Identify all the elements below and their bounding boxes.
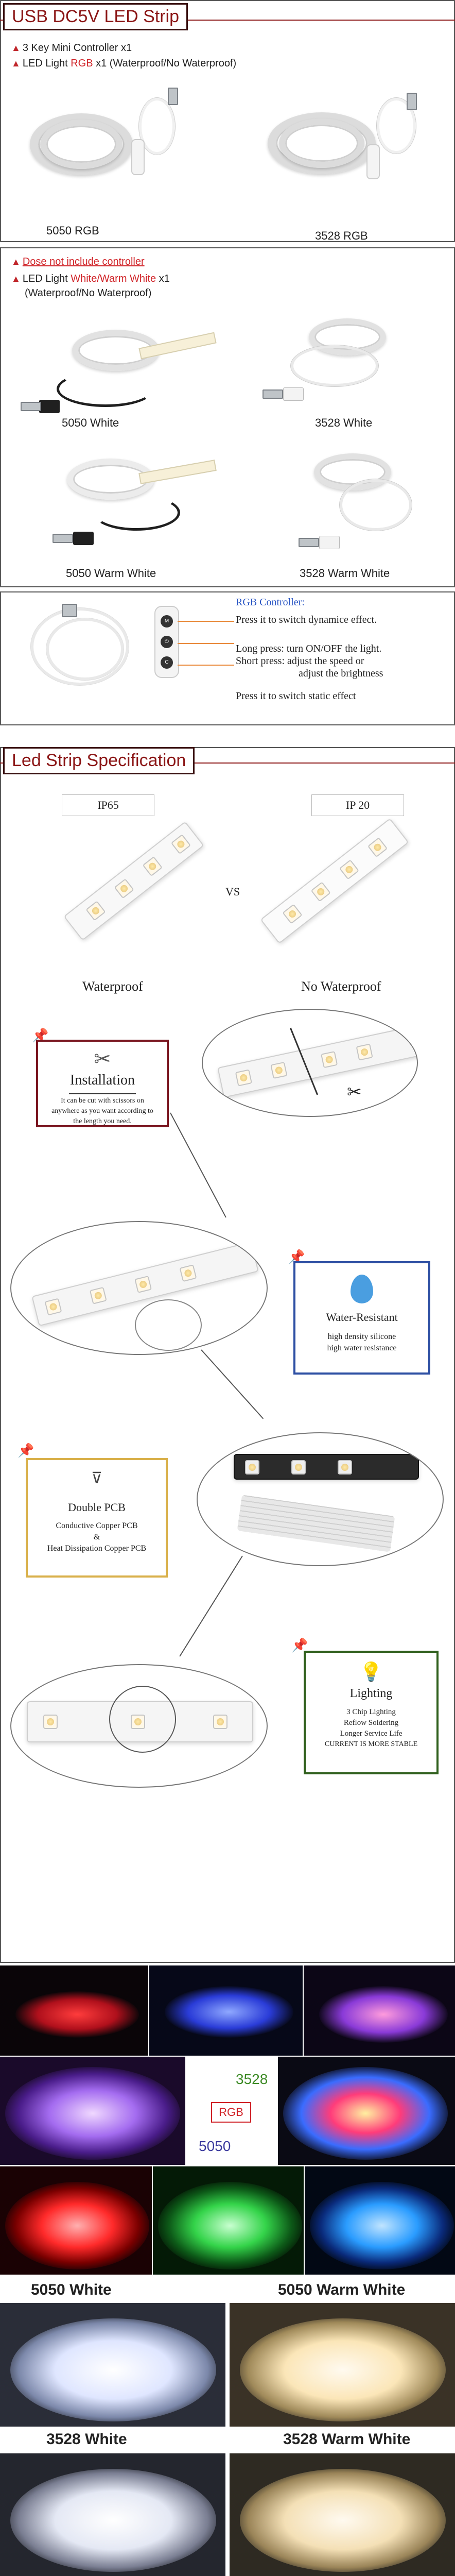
controller-mode-button: M [161,615,173,628]
double-pcb-line1: Conductive Copper PCB [56,1521,138,1530]
double-pcb-amp: & [93,1533,100,1541]
controller-desc-long-press: Long press: turn ON/OFF the light. [236,643,382,654]
lighting-title: Lighting [349,1687,393,1700]
lightbulb-icon: 💡 [359,1662,383,1682]
label-ip65: IP65 [62,794,154,816]
scissors-icon: ✂ [94,1047,111,1071]
triangle-bullet-icon: ▲ [11,43,21,53]
bullet-white-light: ▲LED Light White/Warm White x1 [11,273,170,284]
controller-color-button: C [161,656,173,669]
water-resistant-line1: high density silicone [327,1332,396,1341]
arrow-line-1 [178,621,234,622]
zoom-circle-waterproof-strip [10,1221,268,1355]
scissors-icon: ✂ [347,1082,362,1102]
lighting-line3: Longer Service Life [340,1730,402,1738]
label-5050: 5050 [199,2138,231,2154]
zoom-circle-lighting [10,1664,268,1788]
bullet-white-waterproof: (Waterproof/No Waterproof) [25,287,152,299]
caption-5050-warm-white: 5050 Warm White [66,567,156,580]
label-3528: 3528 [236,2071,268,2087]
versus-text: VS [225,885,240,898]
controller-heading: RGB Controller: [236,597,305,608]
photo-5050-white [0,2303,225,2427]
installation-card: ✂ Installation It can be cut with scisso… [36,1040,169,1127]
section1-rule [0,20,455,21]
section-single-color [0,247,455,587]
controller-desc-mode: Press it to switch dynamice effect. [236,614,377,625]
triangle-bullet-icon: ▲ [11,58,21,69]
photo-3528-warm-white [230,2453,455,2576]
arrow-line-2 [178,643,234,644]
lighting-line1: 3 Chip Lighting [346,1708,396,1716]
photo-blue-strip [305,2166,455,2275]
photo-rgb-red [0,1965,148,2056]
spec-title: Led Strip Specification [3,747,195,774]
power-icon: ⏻ [161,636,173,648]
photo-red-strip [0,2166,152,2275]
caption-no-waterproof: No Waterproof [301,979,381,994]
photo-rgb-blue [149,1965,303,2056]
water-resistant-title: Water-Resistant [326,1311,398,1324]
bullet-rgb-light: ▲LED Light RGB x1 (Waterproof/No Waterpr… [11,58,237,69]
photo-rgb-multicolor-coil [278,2057,455,2165]
caption-photo-3528-white: 3528 White [46,2431,127,2448]
caption-3528-rgb: 3528 RGB [315,229,368,242]
water-resistant-line2: high water resistance [327,1344,397,1352]
bullet-controller: ▲3 Key Mini Controller x1 [11,42,132,54]
double-pcb-card: ⊽ Double PCB Conductive Copper PCB & Hea… [26,1458,168,1578]
controller-desc-brightness: adjust the brightness [299,668,383,679]
caption-5050-rgb: 5050 RGB [46,224,99,237]
caption-3528-white: 3528 White [315,416,373,429]
rgb-badge: RGB [211,2102,251,2123]
photo-3528-white [0,2453,225,2576]
caption-photo-3528-warm-white: 3528 Warm White [283,2431,411,2448]
pushpin-icon: 📌 [291,1637,308,1653]
spec-title-rule [0,762,455,764]
installation-underline [69,1093,136,1094]
lighting-line2: Reflow Soldering [343,1719,399,1727]
installation-title: Installation [70,1072,135,1088]
photo-5050-warm-white [230,2303,455,2427]
bullet-no-controller: ▲Dose not include controller [11,256,145,267]
arrow-line-3 [178,665,234,666]
photo-green-strip [153,2166,304,2275]
controller-desc-static: Press it to switch static effect [236,690,356,702]
zoom-circle-cutting: ✂ [202,1009,418,1117]
zoom-circle-pcb [197,1432,444,1566]
photo-rgb-purple-coil [0,2057,185,2165]
water-resistant-card: Water-Resistant high density silicone hi… [293,1261,430,1375]
lighting-card: 💡 Lighting 3 Chip Lighting Reflow Solder… [304,1651,439,1774]
pcb-layers-icon: ⊽ [91,1470,102,1487]
lighting-line4: CURRENT IS MORE STABLE [324,1740,418,1748]
section1-title: USB DC5V LED Strip [3,3,188,30]
label-ip20: IP 20 [311,794,404,816]
controller-desc-short-press: Short press: adjust the speed or [236,655,364,667]
pushpin-icon: 📌 [18,1443,34,1458]
caption-photo-5050-white: 5050 White [31,2281,112,2298]
caption-waterproof: Waterproof [82,979,143,994]
photo-rgb-mixed [304,1965,455,2056]
triangle-bullet-icon: ▲ [11,257,21,267]
double-pcb-title: Double PCB [68,1501,126,1514]
caption-photo-5050-warm-white: 5050 Warm White [278,2281,406,2298]
caption-3528-warm-white: 3528 Warm White [300,567,390,580]
caption-5050-white: 5050 White [62,416,119,429]
water-drop-icon [351,1275,373,1303]
double-pcb-line2: Heat Dissipation Copper PCB [47,1544,147,1553]
installation-text: It can be cut with scissors on anywhere … [51,1097,153,1125]
triangle-bullet-icon: ▲ [11,274,21,284]
